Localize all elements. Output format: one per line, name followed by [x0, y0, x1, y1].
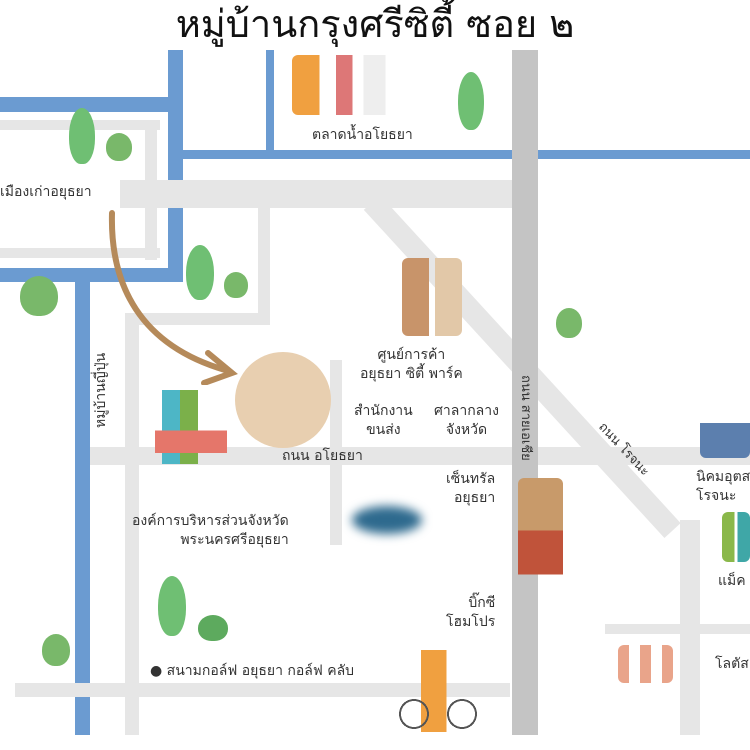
page-title: หมู่บ้านกรุงศรีซิตี้ ซอย ๒: [175, 2, 575, 46]
canal: [75, 280, 90, 735]
location-marker[interactable]: [235, 352, 331, 448]
label-transport-office: สำนักงานขนส่ง: [354, 402, 413, 440]
label-line: ขนส่ง: [366, 422, 401, 438]
woman-walking-illustration: [518, 478, 563, 583]
label-rojana-estate: นิคมอุตสโรจนะ: [696, 468, 750, 506]
road: [330, 360, 342, 545]
label-line: โรจนะ: [696, 488, 737, 504]
label-line: บิ๊กซี: [468, 595, 496, 611]
road: [125, 313, 270, 325]
label-line: อยุธยา: [453, 490, 496, 506]
road: [680, 520, 700, 735]
label-bigc: บิ๊กซีโฮมโปร: [446, 594, 495, 632]
label-line: สำนักงาน: [354, 403, 413, 419]
blurred-spot: [352, 506, 422, 534]
road: [120, 180, 512, 208]
tree-icon: [186, 245, 214, 300]
tree-icon: [106, 133, 132, 161]
label-line: โฮมโปร: [446, 614, 496, 630]
flowers-icon: [618, 645, 673, 683]
label-pao: องค์การบริหารส่วนจังหวัดพระนครศรีอยุธยา: [132, 512, 289, 550]
label-japanese-village: หมู่บ้านญี่ปุ่น: [93, 352, 109, 428]
road: [0, 248, 160, 258]
label-line: ศาลากลาง: [434, 403, 499, 419]
label-line: จังหวัด: [445, 422, 488, 438]
label-golf: ● สนามกอล์ฟ อยุธยา กอล์ฟ คลับ: [150, 662, 354, 681]
road: [125, 313, 139, 735]
label-asia-road: ถนน สายเอเชีย: [518, 375, 533, 461]
road: [15, 683, 510, 697]
canal: [183, 150, 750, 159]
canal: [0, 97, 183, 112]
label-ayothaya-road: ถนน อโยธยา: [282, 448, 363, 464]
label-line: ศูนย์การค้า: [377, 347, 446, 363]
bullet-icon: ●: [150, 663, 167, 679]
label-line: สนามกอล์ฟ อยุธยา กอล์ฟ คลับ: [166, 663, 355, 679]
factory-icon: [700, 380, 750, 458]
tree-icon: [198, 615, 228, 641]
label-line: พระนครศรีอยุธยา: [180, 532, 289, 548]
canal: [266, 50, 274, 158]
shoppers-illustration: [292, 55, 402, 115]
arrow-icon: [108, 210, 238, 385]
label-floating-market: ตลาดน้ำอโยธยา: [312, 127, 413, 143]
label-central: เซ็นทรัลอยุธยา: [446, 470, 495, 508]
couple-walking-illustration: [402, 258, 462, 336]
asia-road: [512, 50, 538, 735]
tree-icon: [158, 576, 186, 636]
label-makro: แม็ค: [718, 573, 746, 589]
tree-icon: [458, 72, 484, 130]
canal: [168, 50, 183, 282]
label-city-hall: ศาลากลางจังหวัด: [434, 402, 499, 440]
tree-icon: [556, 308, 582, 338]
road: [258, 205, 270, 323]
label-line: เซ็นทรัล: [446, 471, 496, 487]
people-illustration: [722, 512, 750, 562]
label-lotus: โลตัส: [715, 656, 749, 672]
road: [605, 624, 750, 634]
label-line: นิคมอุตส: [696, 469, 750, 485]
cyclist-illustration: [396, 650, 480, 732]
label-old-city: เมืองเก่าอยุธยา: [0, 184, 92, 200]
tree-icon: [42, 634, 70, 666]
label-city-park: ศูนย์การค้าอยุธยา ซิตี้ พาร์ค: [360, 346, 463, 384]
tree-icon: [224, 272, 248, 298]
label-line: อยุธยา ซิตี้ พาร์ค: [360, 366, 463, 382]
label-line: องค์การบริหารส่วนจังหวัด: [132, 513, 289, 529]
tree-icon: [69, 108, 95, 164]
scooter-illustration: [155, 390, 227, 464]
tree-icon: [20, 276, 58, 316]
